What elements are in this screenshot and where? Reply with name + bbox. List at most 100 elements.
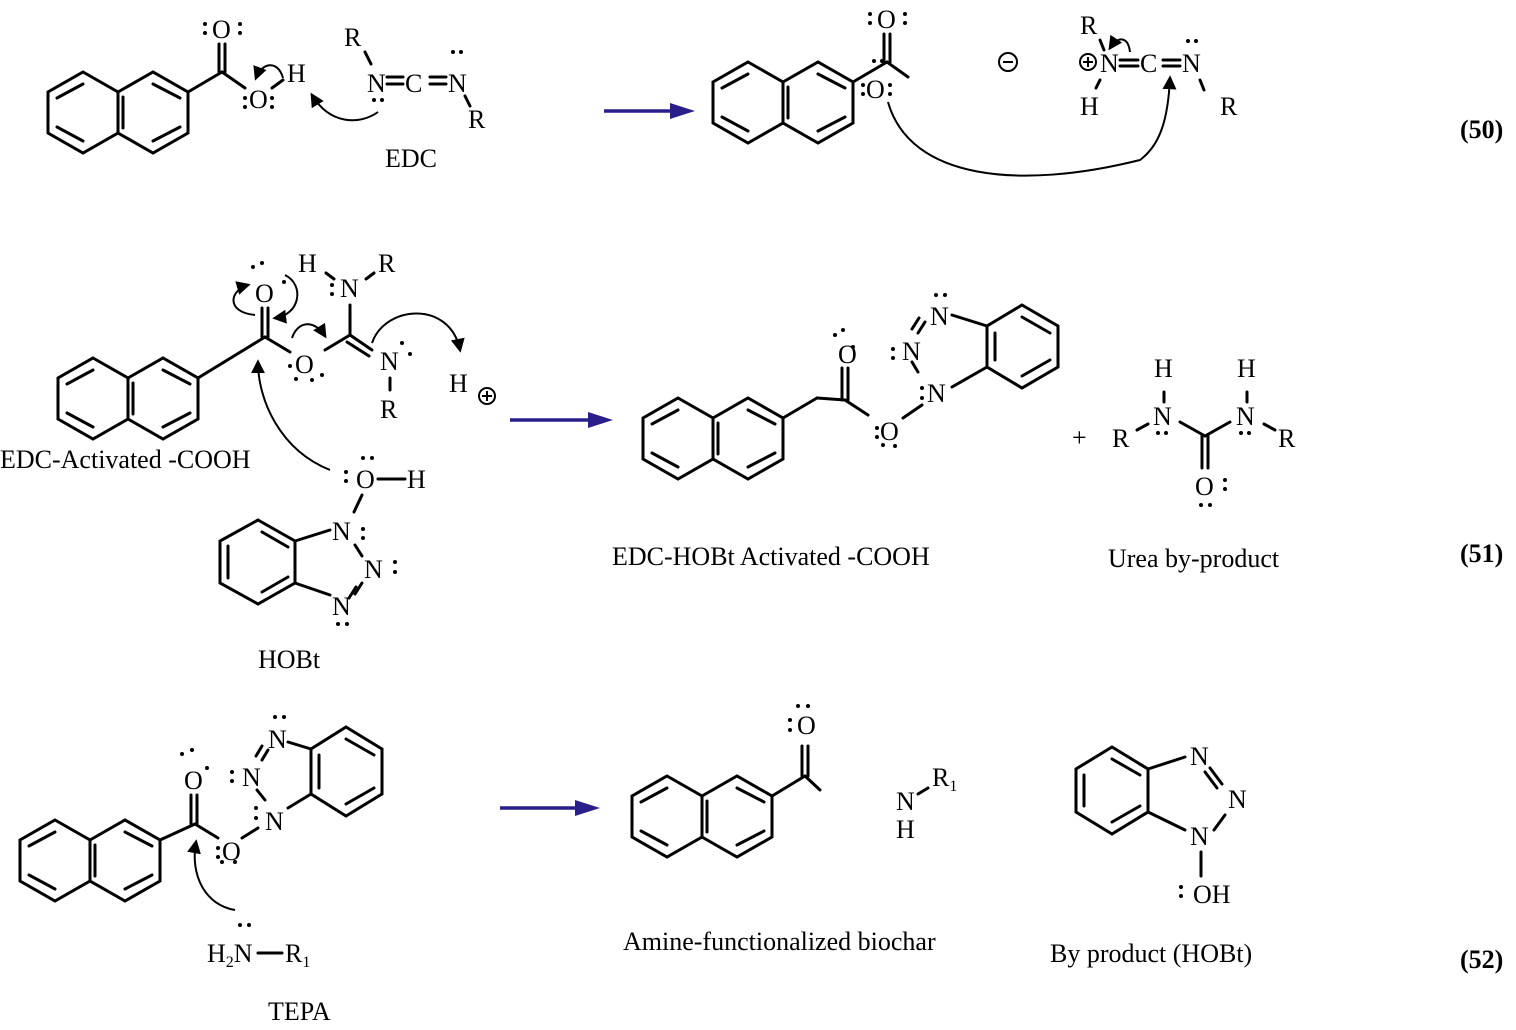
- atom-r: R: [1220, 92, 1238, 121]
- atom-r: R: [1278, 424, 1296, 453]
- equation-52: O O N N N H2N R1 TEPA: [18, 704, 1503, 1026]
- naphthalene-ring: [711, 60, 855, 145]
- atom-o: O: [356, 465, 375, 494]
- atom-n: N: [265, 807, 284, 836]
- positive-charge-icon: [1079, 53, 1097, 71]
- atom-o: O: [295, 350, 314, 379]
- positive-charge-icon: [478, 387, 496, 405]
- atom-n: N: [902, 337, 921, 366]
- curly-arrow-bond-to-o: [232, 281, 256, 316]
- negative-charge-icon: [998, 52, 1018, 72]
- protonated-edc: R N C N H R: [1079, 11, 1238, 121]
- atom-c: C: [405, 69, 422, 98]
- naphthalene-ring: [641, 396, 785, 481]
- atom-h: H: [1080, 92, 1099, 121]
- curly-arrow-n-to-proton: [371, 312, 465, 353]
- atom-n: N: [268, 725, 287, 754]
- naphthalene-ring: [56, 356, 200, 441]
- atom-h: H: [298, 249, 317, 278]
- equation-number-52: (52): [1460, 945, 1503, 974]
- atom-o-carbonyl: O: [877, 5, 896, 34]
- atom-h-proton: H: [449, 369, 468, 398]
- naphthalene-ring: [18, 818, 162, 903]
- atom-r: R: [380, 395, 398, 424]
- atom-n: N: [1182, 49, 1201, 78]
- equation-number-50: (50): [1460, 115, 1503, 144]
- atom-r: R: [1112, 424, 1130, 453]
- naphthalene-ring: [46, 70, 190, 155]
- atom-h: H: [1154, 354, 1173, 383]
- hobt-molecule: O H N N N: [218, 456, 426, 626]
- atom-r1: R1: [932, 763, 957, 795]
- hobt-byproduct-label: By product (HOBt): [1050, 939, 1252, 968]
- amine-functionalized-biochar-label: Amine-functionalized biochar: [623, 927, 936, 956]
- curly-arrow-pi-to-n: [1108, 34, 1131, 53]
- hobt-byproduct: N N N OH: [1074, 742, 1247, 909]
- atom-o: O: [222, 837, 241, 866]
- atom-o-carbonyl: O: [212, 15, 231, 44]
- curly-arrow-o-to-c: [887, 75, 1177, 177]
- curly-arrow-amine-attack: [187, 839, 236, 911]
- curly-arrow-n-to-h: [310, 92, 379, 122]
- atom-h: H: [1237, 354, 1256, 383]
- atom-o: O: [797, 711, 816, 740]
- equation-51: O O H N R N R H EDC-Activated -COOH: [0, 249, 1503, 674]
- hobt-label: HOBt: [258, 645, 321, 674]
- atom-h: H: [896, 815, 915, 844]
- edc-hobt-activated-cooh-label: EDC-HOBt Activated -COOH: [612, 542, 930, 571]
- atom-r: R: [378, 249, 396, 278]
- atom-o: O: [255, 279, 274, 308]
- edc-label: EDC: [385, 144, 437, 173]
- atom-n: N: [1236, 402, 1255, 431]
- atom-o: O: [838, 340, 857, 369]
- atom-h: H: [287, 59, 306, 88]
- equation-50: O O H R N C N R EDC: [46, 5, 1503, 177]
- equation-number-51: (51): [1460, 539, 1503, 568]
- atom-n: N: [332, 592, 351, 621]
- atom-o: O: [184, 766, 203, 795]
- atom-n: N: [927, 379, 946, 408]
- atom-c: C: [1140, 49, 1157, 78]
- atom-n: N: [448, 69, 467, 98]
- reaction-arrow: [500, 800, 600, 816]
- atom-n: N: [364, 555, 383, 584]
- atom-oh: OH: [1193, 880, 1231, 909]
- atom-h: H: [407, 465, 426, 494]
- atom-n: N: [930, 302, 949, 331]
- edc-activated-cooh-label: EDC-Activated -COOH: [0, 445, 251, 474]
- atom-n: N: [340, 274, 359, 303]
- atom-h2: H2N: [207, 939, 253, 971]
- urea-byproduct-label: Urea by-product: [1108, 544, 1280, 573]
- atom-n: N: [367, 69, 386, 98]
- atom-n: N: [1190, 822, 1209, 851]
- atom-o: O: [880, 417, 899, 446]
- atom-n: N: [896, 787, 915, 816]
- atom-o-anion: O: [866, 75, 885, 104]
- atom-o: O: [1195, 472, 1214, 501]
- curly-arrow-oh-to-o: [253, 64, 284, 81]
- atom-r1: R1: [285, 939, 310, 971]
- atom-n: N: [1100, 49, 1119, 78]
- atom-r: R: [344, 23, 362, 52]
- reaction-arrow: [510, 412, 613, 428]
- urea-molecule: R N H O N H R: [1112, 354, 1296, 507]
- atom-n: N: [242, 763, 261, 792]
- atom-n: N: [380, 347, 399, 376]
- reaction-arrow: [604, 103, 695, 119]
- atom-n: N: [1153, 402, 1172, 431]
- atom-r: R: [1080, 11, 1098, 40]
- atom-n: N: [1190, 742, 1209, 771]
- amine-formula: H2N R1: [207, 923, 310, 971]
- curly-arrow-hobt-attack: [251, 359, 331, 471]
- naphthalene-ring: [630, 774, 774, 859]
- atom-o-hydroxyl: O: [249, 85, 268, 114]
- tepa-label: TEPA: [268, 997, 331, 1026]
- curly-arrow-o-to-bond: [272, 274, 299, 324]
- edc-molecule: R N C N R: [344, 23, 486, 134]
- curly-arrow-o-to-c: [291, 322, 327, 339]
- atom-n: N: [1228, 785, 1247, 814]
- atom-r: R: [468, 105, 486, 134]
- plus-sign: +: [1072, 423, 1087, 452]
- atom-n: N: [332, 517, 351, 546]
